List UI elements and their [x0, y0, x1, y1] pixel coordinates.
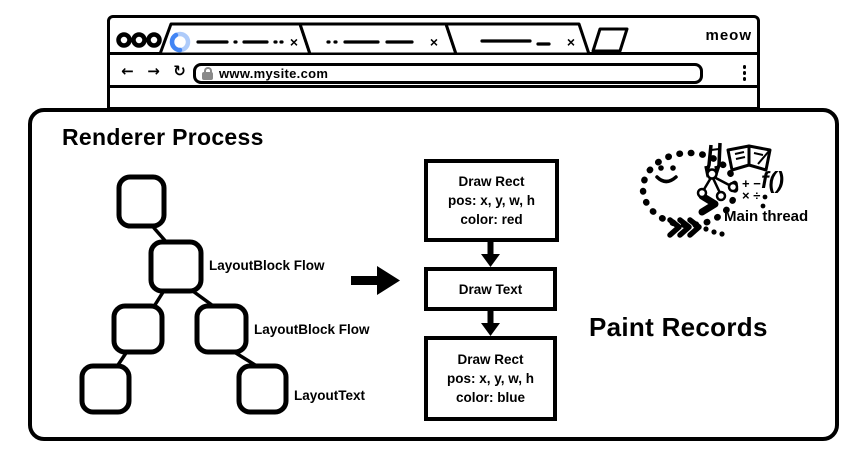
paint-record-line: Draw Rect	[457, 352, 524, 367]
tree-label-layouttext: LayoutText	[294, 388, 366, 403]
paint-record-line: color: red	[460, 212, 523, 227]
paint-record-draw-rect-blue: Draw Rect pos: x, y, w, h color: blue	[424, 336, 557, 421]
layout-tree	[79, 174, 289, 415]
paint-flow-arrow-icon	[481, 242, 500, 336]
tab-title-scribble	[480, 39, 551, 46]
browser-window: × × × meow ← → ↻ www.mysite.c	[107, 15, 760, 110]
paint-record-draw-text: Draw Text	[424, 267, 557, 311]
paint-record-draw-rect-red: Draw Rect pos: x, y, w, h color: red	[424, 159, 559, 242]
trail-dots-icon	[703, 226, 725, 237]
window-control-icon[interactable]	[131, 32, 147, 48]
tab-3[interactable]	[444, 22, 591, 55]
paint-record-line: pos: x, y, w, h	[447, 193, 535, 208]
paint-record-line: Draw Rect	[458, 174, 525, 189]
window-controls[interactable]	[116, 32, 162, 48]
dotted-loop-icon	[639, 149, 739, 229]
diagram-line-art	[79, 174, 500, 415]
math-symbols-icon: + −	[742, 176, 761, 191]
browser-brand: meow	[705, 27, 752, 44]
tab-close-icon[interactable]: ×	[290, 34, 298, 50]
math-symbols-icon: × ÷	[742, 188, 760, 203]
paint-records-heading: Paint Records	[589, 312, 768, 342]
triple-chevron-icon	[667, 217, 702, 238]
tab-loading-spinner-icon	[169, 31, 191, 53]
back-button[interactable]: ←	[121, 62, 134, 80]
lock-icon	[202, 67, 213, 80]
function-notation-icon: f()	[761, 167, 784, 193]
panel-title: Renderer Process	[62, 124, 264, 150]
forward-button[interactable]: →	[147, 62, 160, 80]
url-field[interactable]: www.mysite.com	[193, 63, 703, 84]
tab-strip: × × × meow	[110, 18, 757, 55]
tab-close-icon[interactable]: ×	[567, 34, 575, 50]
chevron-icon	[698, 192, 719, 216]
tree-node-leaf-left	[79, 363, 132, 415]
paint-record-line: color: blue	[455, 390, 525, 405]
tree-node-block-1	[148, 239, 204, 294]
new-tab-button[interactable]	[591, 27, 629, 53]
smiley-face-icon	[655, 165, 678, 184]
tree-label-layoutblock-2: LayoutBlock Flow	[254, 322, 370, 337]
tree-node-root	[116, 174, 167, 229]
tab-strip-art: × × ×	[116, 22, 629, 55]
transform-arrow-icon	[351, 266, 400, 295]
browser-menu-button[interactable]	[742, 65, 746, 81]
tree-node-block-2	[194, 303, 249, 355]
window-control-icon[interactable]	[116, 32, 132, 48]
main-thread-label: Main thread	[724, 208, 809, 225]
book-icon	[726, 144, 772, 172]
paint-record-line: Draw Text	[458, 281, 523, 297]
url-text: www.mysite.com	[219, 66, 329, 81]
pencils-icon	[704, 142, 722, 178]
tree-node-child-left	[111, 303, 165, 355]
trail-dots-icon	[760, 194, 768, 209]
tab-close-icon[interactable]: ×	[430, 34, 438, 50]
navigation-bar: ← → ↻ www.mysite.com	[110, 58, 757, 88]
reload-button[interactable]: ↻	[173, 62, 186, 80]
dom-tree-doodle-icon	[696, 168, 739, 202]
paint-record-line: pos: x, y, w, h	[446, 371, 534, 386]
tree-label-layoutblock-1: LayoutBlock Flow	[209, 258, 325, 273]
renderer-process-panel: Renderer Process LayoutB	[28, 108, 839, 441]
tree-node-text	[236, 363, 289, 415]
main-thread-mascot: + − × ÷ f()	[639, 142, 784, 238]
window-control-icon[interactable]	[146, 32, 162, 48]
